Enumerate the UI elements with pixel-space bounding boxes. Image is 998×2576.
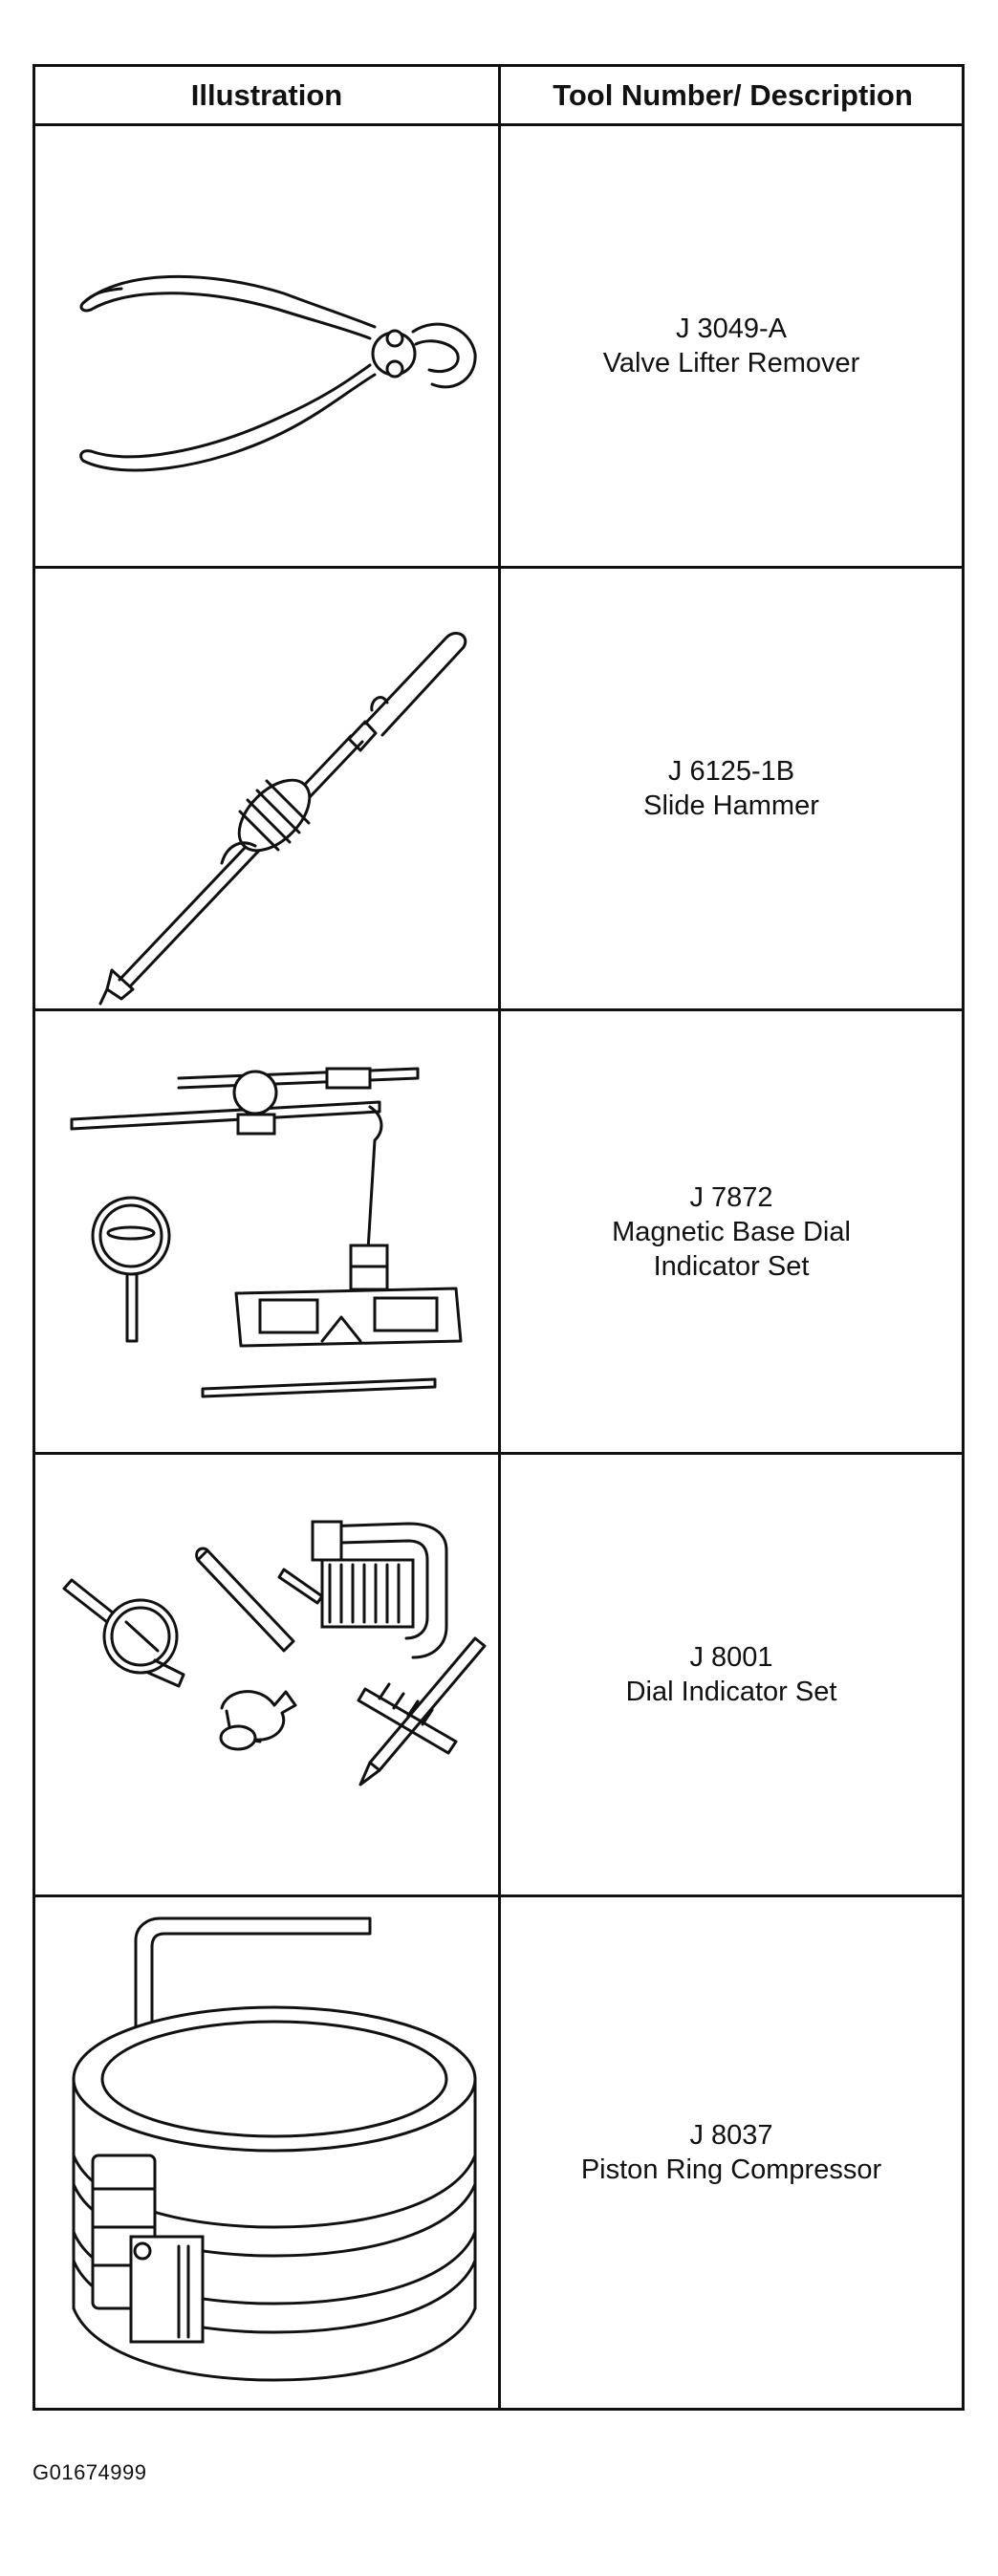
tool-number: J 8037 — [689, 2120, 773, 2151]
row-divider — [35, 566, 962, 569]
column-divider — [498, 67, 501, 2408]
tool-description: Slide Hammer — [643, 790, 819, 821]
tool-description: Piston Ring Compressor — [580, 2154, 882, 2185]
header-divider — [35, 123, 962, 126]
row-divider — [35, 1894, 962, 1897]
tool-description-cell: J 8037 Piston Ring Compressor — [501, 1897, 962, 2408]
tool-description-cell: J 3049-A Valve Lifter Remover — [501, 126, 962, 566]
valve-lifter-remover-drawing — [35, 126, 498, 566]
slide-hammer-drawing — [35, 569, 498, 1008]
tool-description-cell: J 7872 Magnetic Base Dial Indicator Set — [501, 1011, 962, 1452]
table-row: J 6125-1B Slide Hammer — [35, 569, 962, 1008]
piston-ring-compressor-drawing — [35, 1897, 498, 2408]
special-tools-table: Illustration Tool Number/ Description — [33, 64, 965, 2411]
row-divider — [35, 1452, 962, 1455]
table-row: J 7872 Magnetic Base Dial Indicator Set — [35, 1011, 962, 1452]
dial-indicator-set-drawing — [35, 1455, 498, 1894]
figure-id-label: G01674999 — [33, 2460, 147, 2484]
tool-description-cell: J 6125-1B Slide Hammer — [501, 569, 962, 1008]
table-row: J 8001 Dial Indicator Set — [35, 1455, 962, 1894]
tool-description: Dial Indicator Set — [625, 1677, 837, 1707]
tool-description: Magnetic Base Dial Indicator Set — [612, 1216, 851, 1282]
row-divider — [35, 1008, 962, 1011]
table-row: J 3049-A Valve Lifter Remover — [35, 126, 962, 566]
tool-description-cell: J 8001 Dial Indicator Set — [501, 1455, 962, 1894]
tool-description: Valve Lifter Remover — [602, 348, 860, 379]
header-illustration: Illustration — [190, 78, 343, 112]
tool-number: J 6125-1B — [667, 756, 795, 787]
header-tool-number-description: Tool Number/ Description — [553, 78, 913, 112]
magnetic-base-dial-indicator-drawing — [35, 1011, 498, 1452]
tool-number: J 3049-A — [675, 314, 788, 344]
table-row: J 8037 Piston Ring Compressor — [35, 1897, 962, 2408]
tool-number: J 8001 — [689, 1642, 773, 1673]
tool-number: J 7872 — [689, 1181, 773, 1213]
